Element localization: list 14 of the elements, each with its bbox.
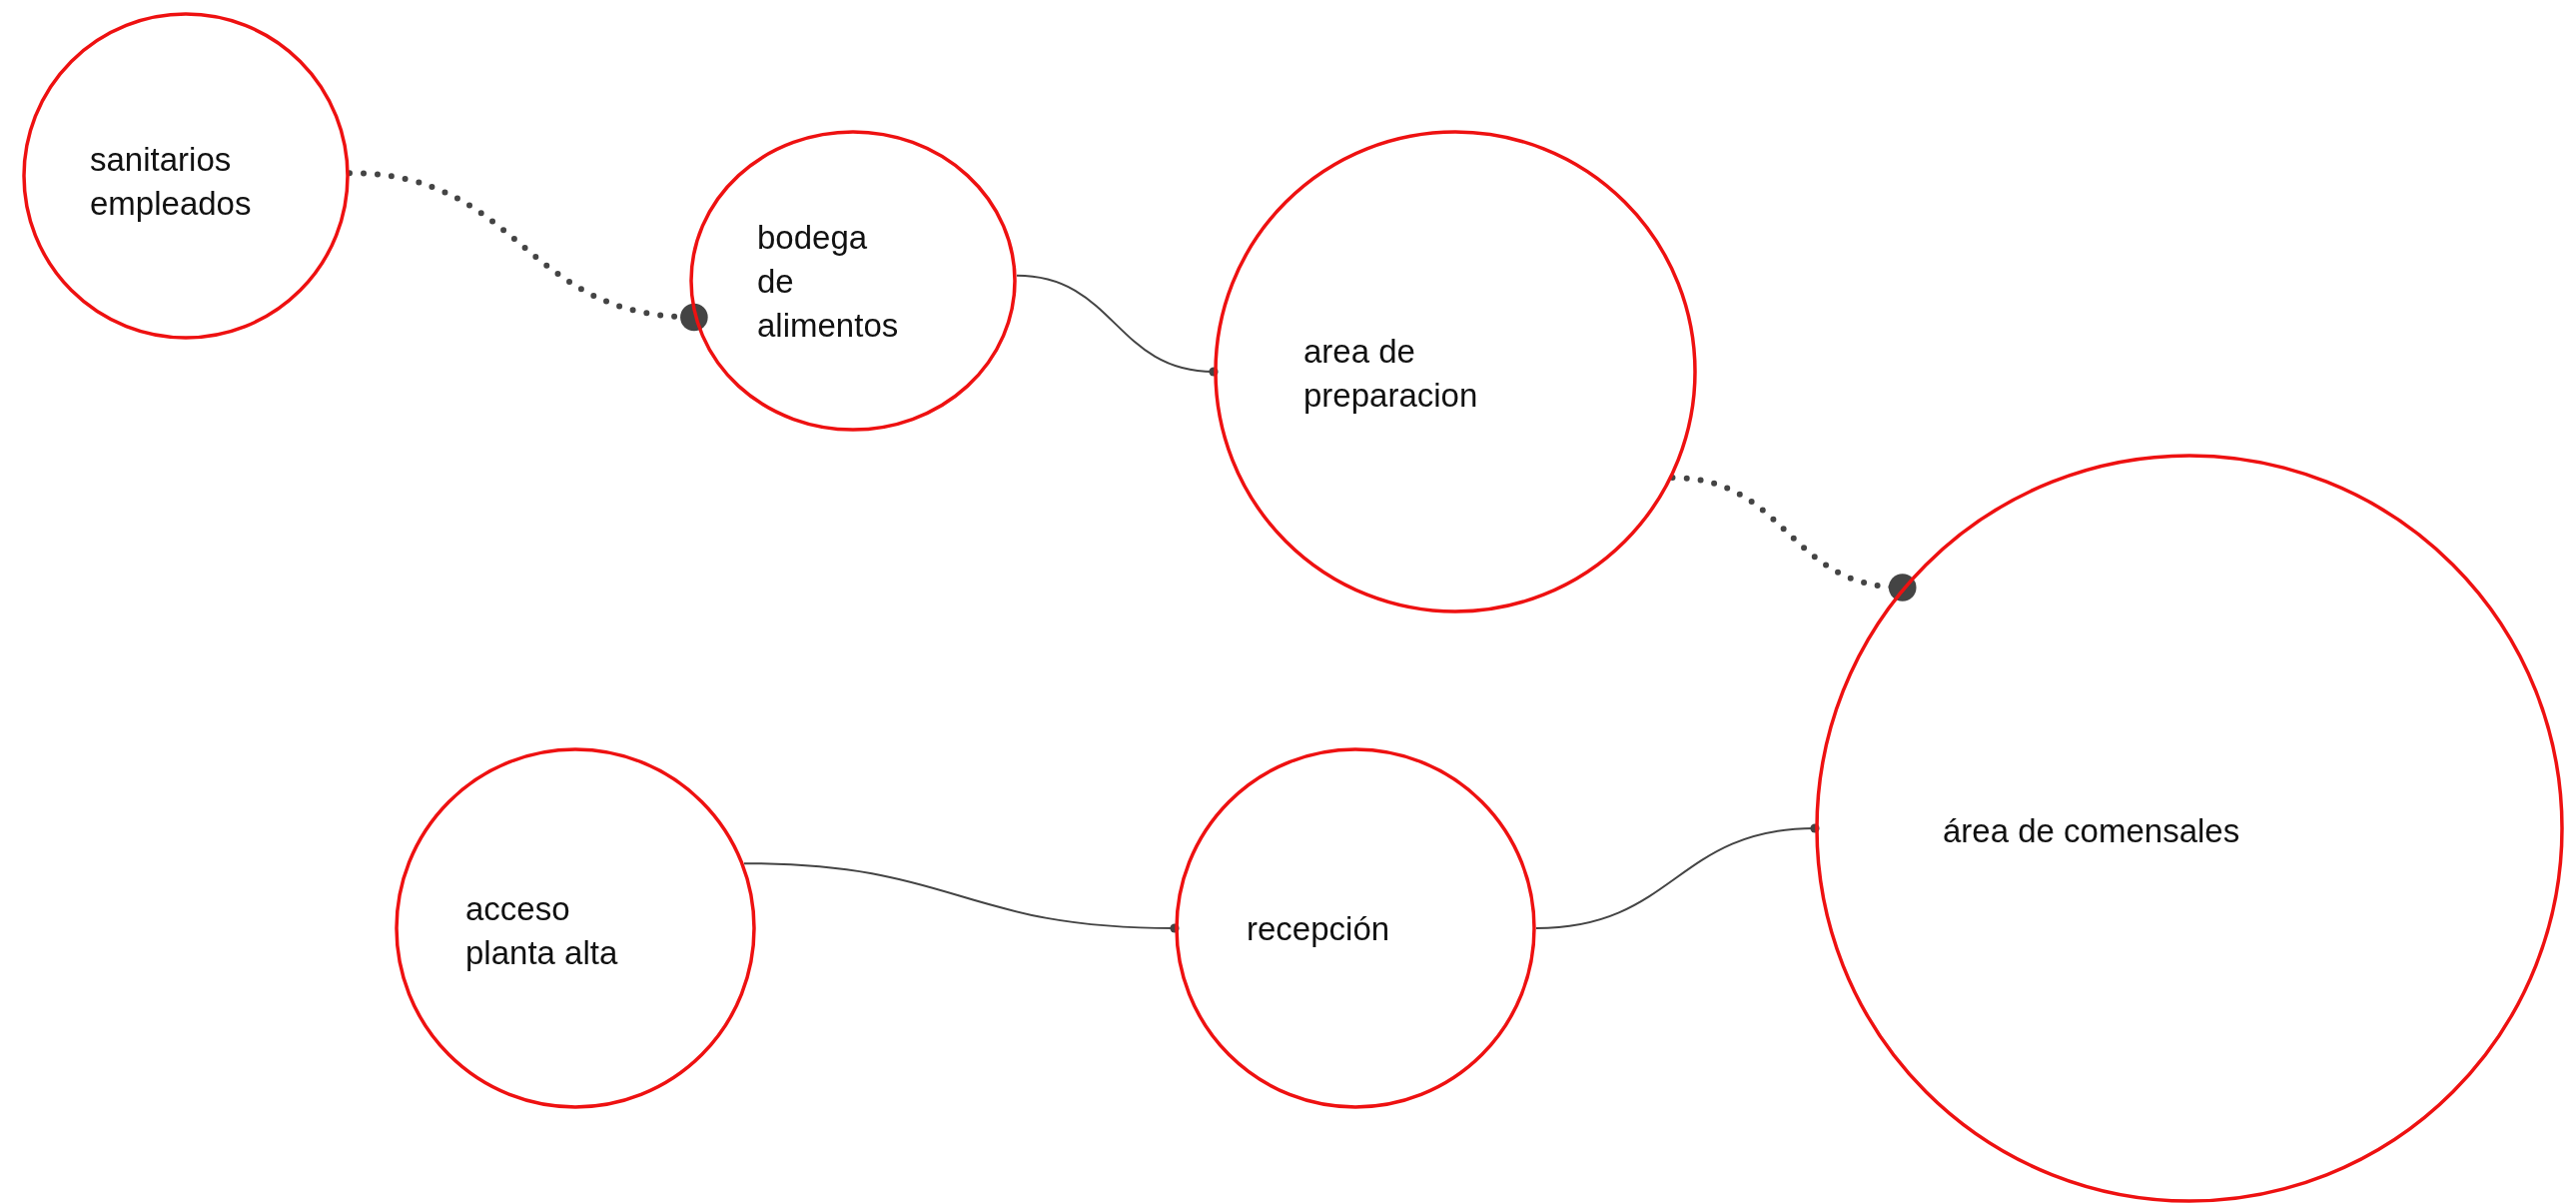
dotted-connector (347, 170, 708, 332)
zone-label: acceso planta alta (465, 889, 619, 973)
zone-circle (1175, 747, 1536, 1109)
zone-label: bodega de alimentos (757, 218, 899, 346)
zone-label: area de preparacion (1303, 332, 1479, 416)
zone-circle (689, 130, 1017, 432)
zone-circle (1815, 454, 2564, 1203)
zone-circle (395, 747, 756, 1109)
zone-circle (22, 12, 350, 340)
zone-circle (1214, 130, 1697, 613)
zone-label: sanitarios empleados (90, 140, 253, 224)
zone-label: área de comensales (1943, 811, 2240, 851)
dotted-connector (1669, 475, 1917, 602)
zone-label: recepción (1247, 909, 1390, 949)
